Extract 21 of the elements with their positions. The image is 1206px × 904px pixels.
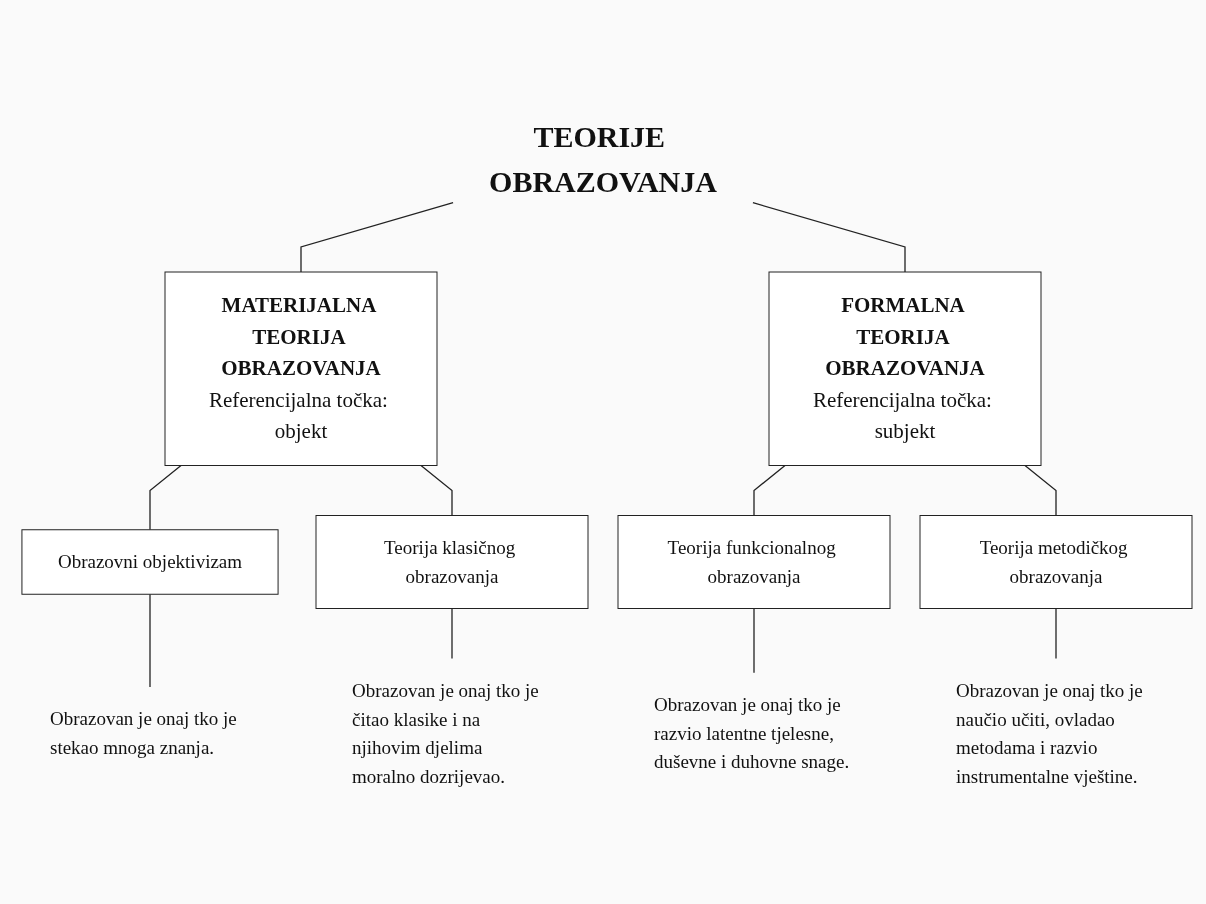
node-text: Obrazovan je onaj tko je naučio učiti, ovladao metodama i razvio instrumentalne vještine. <box>956 679 1143 786</box>
connector <box>1024 464 1057 516</box>
node-text: Obrazovan je onaj tko je čitao klasike i na njihovim djelima moralno dozrijevao. <box>352 679 539 786</box>
connector <box>451 607 453 659</box>
connector <box>420 464 453 516</box>
node-box: FORMALNA TEORIJA OBRAZOVANJA Referencijalna točka: subjekt <box>768 271 1042 466</box>
connector <box>149 464 182 531</box>
connector <box>1055 607 1057 659</box>
node-box: MATERIJALNA TEORIJA OBRAZOVANJA Referencijalna točka: objekt <box>164 271 438 466</box>
connector <box>753 607 755 674</box>
node-text: Obrazovan je onaj tko je razvio latentne tjelesne, duševne i duhovne snage. <box>654 693 850 772</box>
node-box: Teorija klasičnog obrazovanja <box>315 514 589 609</box>
connector <box>149 593 151 688</box>
node-text: Obrazovan je onaj tko je stekao mnoga znanja. <box>50 707 237 758</box>
connector <box>752 201 906 273</box>
node-text: TEORIJE OBRAZOVANJA <box>489 119 717 198</box>
node-box: Teorija metodičkog obrazovanja <box>919 514 1193 609</box>
connector <box>753 464 786 516</box>
connector <box>300 201 454 273</box>
node-box: Obrazovni objektivizam <box>21 529 279 595</box>
node-box: Teorija funkcionalnog obrazovanja <box>617 514 891 609</box>
